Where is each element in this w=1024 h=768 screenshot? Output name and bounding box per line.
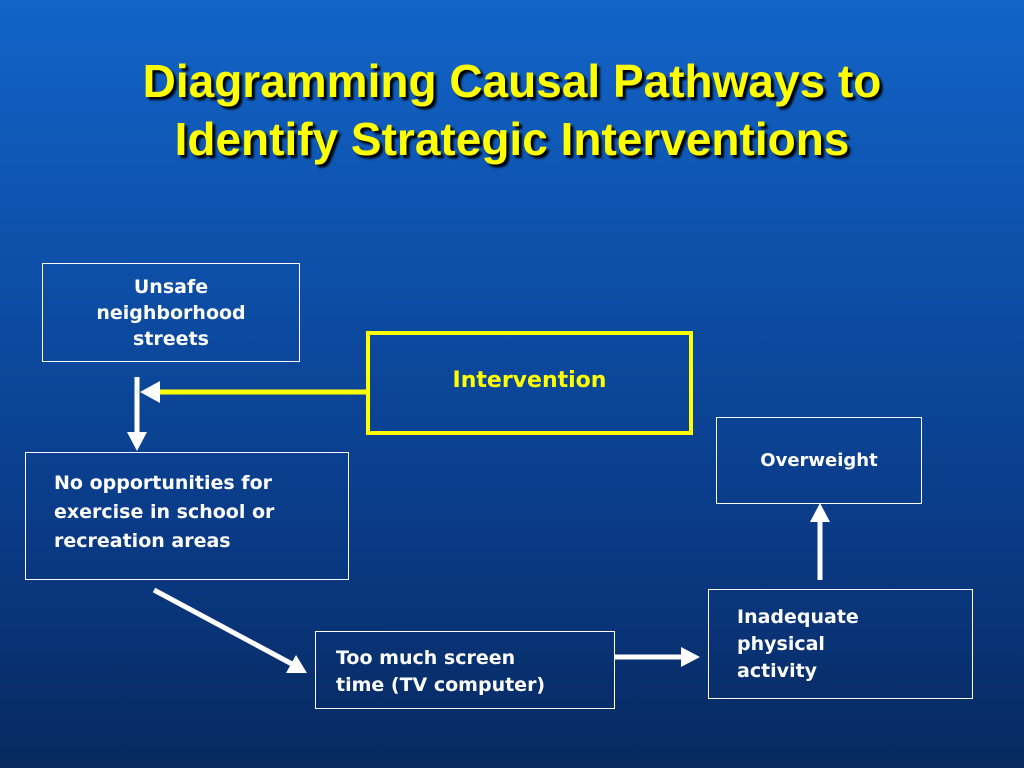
node-text-line: time (TV computer) xyxy=(336,674,546,696)
arrow-unsafe-to-noopp xyxy=(127,377,147,451)
intervention-arrow xyxy=(140,381,366,403)
node-intervention: Intervention xyxy=(366,331,693,435)
node-text-line: recreation areas xyxy=(54,530,231,552)
node-text-line: physical xyxy=(737,633,825,655)
arrow-screen-to-inadequate xyxy=(615,647,700,667)
node-text-line: Inadequate xyxy=(737,606,859,628)
node-text-line: streets xyxy=(133,328,209,350)
node-inadequate-physical-activity: Inadequate physical activity xyxy=(708,589,973,699)
node-text-line: activity xyxy=(737,660,818,682)
intervention-label: Intervention xyxy=(452,368,607,393)
node-text-line: exercise in school or xyxy=(54,501,275,523)
node-text-line: Too much screen xyxy=(336,647,516,669)
overweight-label: Overweight xyxy=(760,450,878,471)
title-line-1: Diagramming Causal Pathways to xyxy=(142,55,882,107)
node-overweight: Overweight xyxy=(716,417,922,504)
arrow-noopp-to-screen xyxy=(152,587,307,673)
node-text-line: No opportunities for xyxy=(54,472,272,494)
node-too-much-screen-time: Too much screen time (TV computer) xyxy=(315,631,615,709)
slide-title: Diagramming Causal Pathways to Identify … xyxy=(0,52,1024,168)
node-unsafe-neighborhood-streets: Unsafe neighborhood streets xyxy=(42,263,300,362)
arrow-inadequate-to-overweight xyxy=(810,503,830,580)
title-line-2: Identify Strategic Interventions xyxy=(174,113,850,165)
node-text-line: neighborhood xyxy=(96,302,246,324)
node-text-line: Unsafe xyxy=(133,276,209,298)
node-no-opportunities: No opportunities for exercise in school … xyxy=(25,452,349,580)
